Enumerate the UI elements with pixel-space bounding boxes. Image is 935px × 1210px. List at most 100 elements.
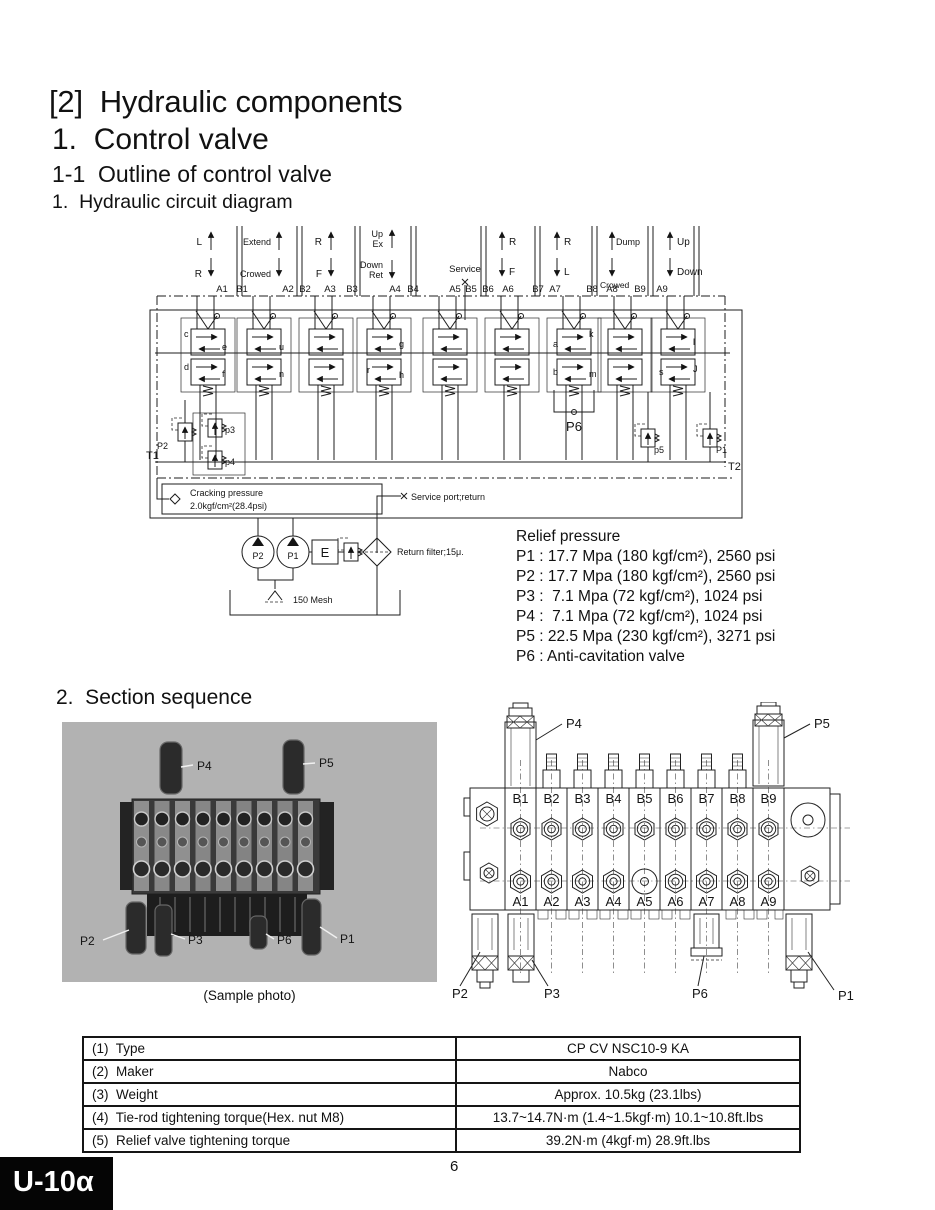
- drawing-label-p4: P4: [566, 716, 582, 731]
- model-badge: U-10α: [0, 1157, 113, 1210]
- service-return-label: Service port;return: [411, 492, 485, 502]
- port-label: B5: [465, 284, 477, 295]
- port-label: B4: [407, 284, 419, 295]
- relief-pressure-item: P2 : 17.7 Mpa (180 kgf/cm²), 2560 psi: [516, 568, 776, 585]
- port-label: A5: [449, 284, 461, 295]
- port-line-pairs: [236, 226, 700, 296]
- pump-group: P2 P1 E 150 Mesh Return filter;15μ.: [229, 518, 464, 616]
- photo-caption: (Sample photo): [203, 988, 296, 1003]
- relief-pressure-item: P6 : Anti-cavitation valve: [516, 648, 685, 665]
- spec-table: (1) Type CP CV NSC10-9 KA (2) Maker Nabc…: [82, 1036, 801, 1153]
- spool-letter: m: [589, 369, 597, 379]
- spec-label: (5) Relief valve tightening torque: [82, 1128, 457, 1153]
- spec-value: 13.7~14.7N·m (1.4~1.5kgf·m) 10.1~10.8ft.…: [455, 1105, 801, 1130]
- table-row: (2) Maker Nabco: [82, 1059, 801, 1084]
- subsection-title: 1-1 Outline of control valve: [52, 161, 332, 187]
- valve-section-8: [597, 296, 653, 460]
- drawing-feet: [537, 909, 784, 920]
- b-port-label: B1: [513, 791, 529, 806]
- drawing-b-port-labels: B1 B2 B3 B4 B5 B6 B7 B8 B9: [513, 791, 777, 806]
- valve-section-2: [236, 296, 292, 460]
- photo-label-p1: P1: [340, 932, 355, 946]
- relief-p2-label: P2: [157, 441, 168, 451]
- b-port-label: B3: [575, 791, 591, 806]
- b-port-label: B5: [637, 791, 653, 806]
- table-row: (4) Tie-rod tightening torque(Hex. nut M…: [82, 1105, 801, 1130]
- drawing-a-ports: [510, 868, 779, 895]
- port-label: A7: [549, 284, 561, 295]
- valve-section-3: [298, 296, 354, 460]
- actuator-label: R: [315, 237, 322, 248]
- port-label: B2: [299, 284, 311, 295]
- actuator-label: Crowed: [600, 280, 630, 290]
- port-label: B9: [634, 284, 646, 295]
- b-port-label: B4: [606, 791, 622, 806]
- relief-valves: P2 p3 p4 p5 P1: [157, 392, 727, 476]
- section-sequence-drawing: P4 P5 B1 B2 B3 B4 B5 B6 B7 B8: [450, 702, 887, 1012]
- spool-letter: r: [367, 365, 370, 375]
- drawing-sections: [480, 760, 850, 974]
- service-label: Service: [449, 264, 481, 275]
- actuator-label: Down: [360, 260, 383, 270]
- relief-pressure-item: P3 : 7.1 Mpa (72 kgf/cm²), 1024 psi: [516, 588, 763, 605]
- port-label: A6: [502, 284, 514, 295]
- actuator-label: F: [316, 269, 322, 280]
- tank-port-t2: T2: [728, 461, 741, 473]
- table-row: (3) Weight Approx. 10.5kg (23.1lbs): [82, 1082, 801, 1107]
- spool-letter: b: [553, 367, 558, 377]
- actuator-label: R: [564, 237, 571, 248]
- table-row: (1) Type CP CV NSC10-9 KA: [82, 1036, 801, 1061]
- drawing-cartridge-p3: P3: [507, 913, 560, 1001]
- actuator-label: Ret: [369, 270, 384, 280]
- valve-section-7: [546, 296, 602, 460]
- photo-label-p2: P2: [80, 934, 95, 948]
- a-port-label: A1: [513, 894, 529, 909]
- sample-photo-svg: P4 P5 P2 P3 P6 P1: [62, 722, 437, 982]
- actuator-label: Dump: [616, 237, 640, 247]
- port-label: B8: [586, 284, 598, 295]
- spec-value: CP CV NSC10-9 KA: [455, 1036, 801, 1061]
- a-port-label: A7: [699, 894, 715, 909]
- valve-section-1: [180, 296, 236, 460]
- spool-letter: d: [184, 362, 189, 372]
- actuator-label: Up: [371, 229, 383, 239]
- relief-pressure-title: Relief pressure: [516, 528, 621, 545]
- drawing-cartridge-p1: P1: [785, 913, 854, 1003]
- actuator-label: Crowed: [240, 269, 271, 279]
- page-number: 6: [450, 1158, 459, 1175]
- actuator-label: L: [564, 267, 570, 278]
- photo-label-p5: P5: [319, 756, 334, 770]
- diagram-title: 1. Hydraulic circuit diagram: [52, 191, 293, 213]
- cracking-pressure-note: Cracking pressure 2.0kgf/cm²(28.4psi): [156, 480, 383, 515]
- drawing-label-p5: P5: [814, 716, 830, 731]
- spool-letter: f: [222, 369, 225, 379]
- spool-letter: g: [399, 339, 404, 349]
- drawing-relief-p4: P4: [504, 702, 582, 789]
- actuator-label: Up: [677, 237, 690, 248]
- actuator-label: R: [195, 269, 202, 280]
- actuator-label: Down: [677, 267, 703, 278]
- port-label: A8: [606, 284, 618, 295]
- table-row: (5) Relief valve tightening torque 39.2N…: [82, 1128, 801, 1153]
- spool-letter: c: [184, 329, 189, 339]
- relief-pressure-item: P4 : 7.1 Mpa (72 kgf/cm²), 1024 psi: [516, 608, 763, 625]
- a-port-label: A8: [730, 894, 746, 909]
- drawing-right-endcap: [783, 787, 841, 911]
- b-port-label: B8: [730, 791, 746, 806]
- section-title: 1. Control valve: [52, 123, 269, 156]
- drawing-top-plugs: [542, 753, 747, 789]
- spec-label: (1) Type: [82, 1036, 457, 1061]
- valve-block-photo: [120, 798, 334, 936]
- actuator-arrow-groups: L R Extend Crowed R F Up Ex Down Ret: [195, 229, 703, 320]
- circuit-svg: L R Extend Crowed R F Up Ex Down Ret: [146, 226, 743, 616]
- p6-label: P6: [566, 419, 582, 434]
- valve-sections: [180, 296, 706, 460]
- b-port-label: B6: [668, 791, 684, 806]
- relief-pressure-item: P5 : 22.5 Mpa (230 kgf/cm²), 3271 psi: [516, 628, 776, 645]
- engine-label: E: [321, 545, 330, 560]
- port-labels: A1 B1 A2 B2 A3 B3 A4 B4 A5 B5 B6 A6 B7 A…: [216, 284, 668, 295]
- spool-letter: u: [279, 342, 284, 352]
- b-port-label: B9: [761, 791, 777, 806]
- a-port-label: A9: [761, 894, 777, 909]
- section-sequence-title: 2. Section sequence: [56, 686, 253, 709]
